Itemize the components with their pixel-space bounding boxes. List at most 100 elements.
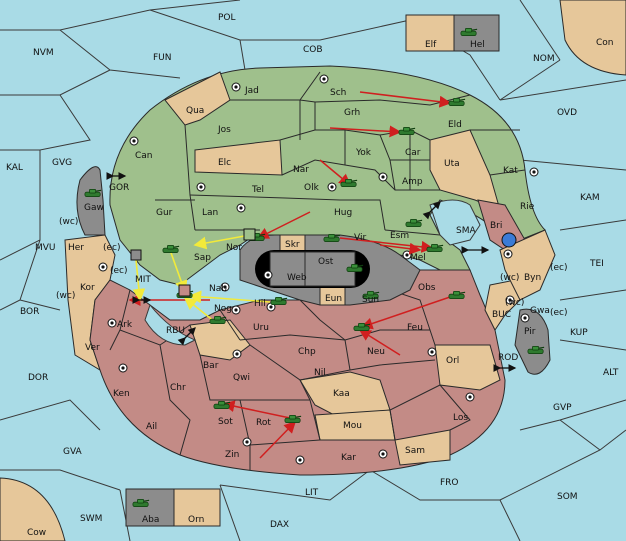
label-elf: Elf bbox=[425, 40, 437, 50]
label-jad: Jad bbox=[244, 86, 259, 96]
sea-fro: FRO bbox=[440, 478, 459, 488]
label-car: Car bbox=[405, 148, 421, 158]
label-pir: Pir bbox=[524, 327, 536, 337]
sea-mvu: MVU bbox=[35, 243, 56, 253]
coast-her-wc: (wc) bbox=[59, 217, 78, 227]
label-gaw: Gaw bbox=[84, 203, 104, 213]
land-orl bbox=[434, 344, 501, 391]
label-jos: Jos bbox=[217, 125, 231, 135]
label-con: Con bbox=[596, 38, 614, 48]
sea-nom: NOM bbox=[533, 54, 555, 64]
land-sam bbox=[394, 429, 451, 466]
label-gwa: Gwa bbox=[530, 306, 550, 316]
sea-kam: KAM bbox=[580, 193, 600, 203]
label-elc: Elc bbox=[218, 158, 231, 168]
label-nil: Nil bbox=[314, 368, 326, 378]
sea-bor: BOR bbox=[20, 307, 39, 317]
label-orl: Orl bbox=[446, 356, 459, 366]
label-sun: Sun bbox=[362, 295, 379, 305]
label-hil: Hil bbox=[254, 299, 266, 309]
label-neu: Neu bbox=[367, 347, 385, 357]
label-byn: Byn bbox=[524, 273, 541, 283]
land-web-ost bbox=[269, 251, 356, 287]
label-can: Can bbox=[135, 151, 153, 161]
label-amp: Amp bbox=[402, 177, 423, 187]
land-gaw bbox=[76, 166, 106, 236]
label-rie: Rie bbox=[520, 202, 535, 212]
sea-lit: LIT bbox=[305, 488, 319, 498]
sea-gvg: GVG bbox=[52, 158, 72, 168]
label-aba: Aba bbox=[142, 515, 159, 525]
sea-alt: ALT bbox=[603, 368, 619, 378]
label-sot: Sot bbox=[218, 417, 233, 427]
sea-mit: MIT bbox=[135, 275, 151, 285]
sea-label-group: POL COB FUN NVM NOM OVD KAM TEI KAL GVG … bbox=[6, 13, 619, 530]
label-bar: Bar bbox=[203, 361, 219, 371]
label-her: Her bbox=[68, 243, 84, 253]
land-qua bbox=[164, 71, 231, 126]
label-skr: Skr bbox=[285, 240, 300, 250]
coast-gwa-ec: (ec) bbox=[550, 308, 568, 318]
label-nar: Nar bbox=[293, 165, 309, 175]
sea-tei: TEI bbox=[589, 259, 604, 269]
label-grh: Grh bbox=[344, 108, 360, 118]
sea-swm: SWM bbox=[80, 514, 102, 524]
label-obs: Obs bbox=[418, 283, 436, 293]
label-ver: Ver bbox=[85, 343, 100, 353]
label-eld: Eld bbox=[448, 120, 462, 130]
label-chr: Chr bbox=[170, 383, 186, 393]
label-esm: Esm bbox=[390, 231, 409, 241]
label-orn: Orn bbox=[188, 515, 204, 525]
sea-gvp: GVP bbox=[553, 403, 572, 413]
label-kat: Kat bbox=[503, 166, 518, 176]
label-qwi: Qwi bbox=[233, 373, 250, 383]
label-eun: Eun bbox=[325, 294, 342, 304]
label-los: Los bbox=[453, 413, 468, 423]
label-olk: Olk bbox=[304, 183, 320, 193]
land-pir bbox=[514, 308, 551, 375]
label-bri: Bri bbox=[490, 221, 502, 231]
label-sam: Sam bbox=[405, 446, 425, 456]
label-ost: Ost bbox=[318, 257, 334, 267]
label-web: Web bbox=[287, 273, 307, 283]
label-hel: Hel bbox=[470, 40, 485, 50]
sea-dax: DAX bbox=[270, 520, 289, 530]
dislodged-marker-nab bbox=[178, 284, 191, 297]
dislodged-marker-mit bbox=[130, 249, 142, 261]
label-ark: Ark bbox=[117, 320, 133, 330]
sea-fun: FUN bbox=[153, 53, 172, 63]
sea-som: SOM bbox=[557, 492, 578, 502]
dislodged-marker-nor bbox=[243, 228, 256, 241]
label-lan: Lan bbox=[202, 208, 218, 218]
label-yok: Yok bbox=[355, 148, 372, 158]
label-nab: Nab bbox=[209, 284, 227, 294]
label-cow: Cow bbox=[27, 528, 46, 538]
coast-gwa-wc: (wc) bbox=[505, 298, 524, 308]
land-byn bbox=[499, 229, 556, 301]
sea-kup: KUP bbox=[570, 328, 588, 338]
label-ail: Ail bbox=[146, 422, 157, 432]
order-arrows-red bbox=[128, 91, 452, 459]
label-feu: Feu bbox=[407, 323, 423, 333]
label-nog: Nog bbox=[214, 304, 232, 314]
sea-rod: ROD bbox=[498, 353, 518, 363]
label-tel: Tel bbox=[251, 185, 264, 195]
north-borders bbox=[155, 71, 526, 236]
label-chp: Chp bbox=[298, 347, 316, 357]
label-gur: Gur bbox=[156, 208, 173, 218]
label-nor: Nor bbox=[226, 243, 242, 253]
label-sch: Sch bbox=[330, 88, 346, 98]
coast-label-group: (wc) (ec) (ec) (wc) (ec) (wc) (wc) (ec) bbox=[56, 217, 568, 318]
coast-her-ec: (ec) bbox=[103, 243, 121, 253]
coast-byn-ec: (ec) bbox=[550, 263, 568, 273]
sea-kal: KAL bbox=[6, 163, 23, 173]
label-uru: Uru bbox=[253, 323, 269, 333]
land-aba bbox=[125, 488, 175, 527]
sea-gor: GOR bbox=[109, 183, 129, 193]
sea-buc: BUC bbox=[492, 310, 511, 320]
sea-sma: SMA bbox=[456, 226, 476, 236]
label-zin: Zin bbox=[225, 450, 239, 460]
land-orn bbox=[173, 488, 221, 527]
coast-byn-wc: (wc) bbox=[500, 273, 519, 283]
